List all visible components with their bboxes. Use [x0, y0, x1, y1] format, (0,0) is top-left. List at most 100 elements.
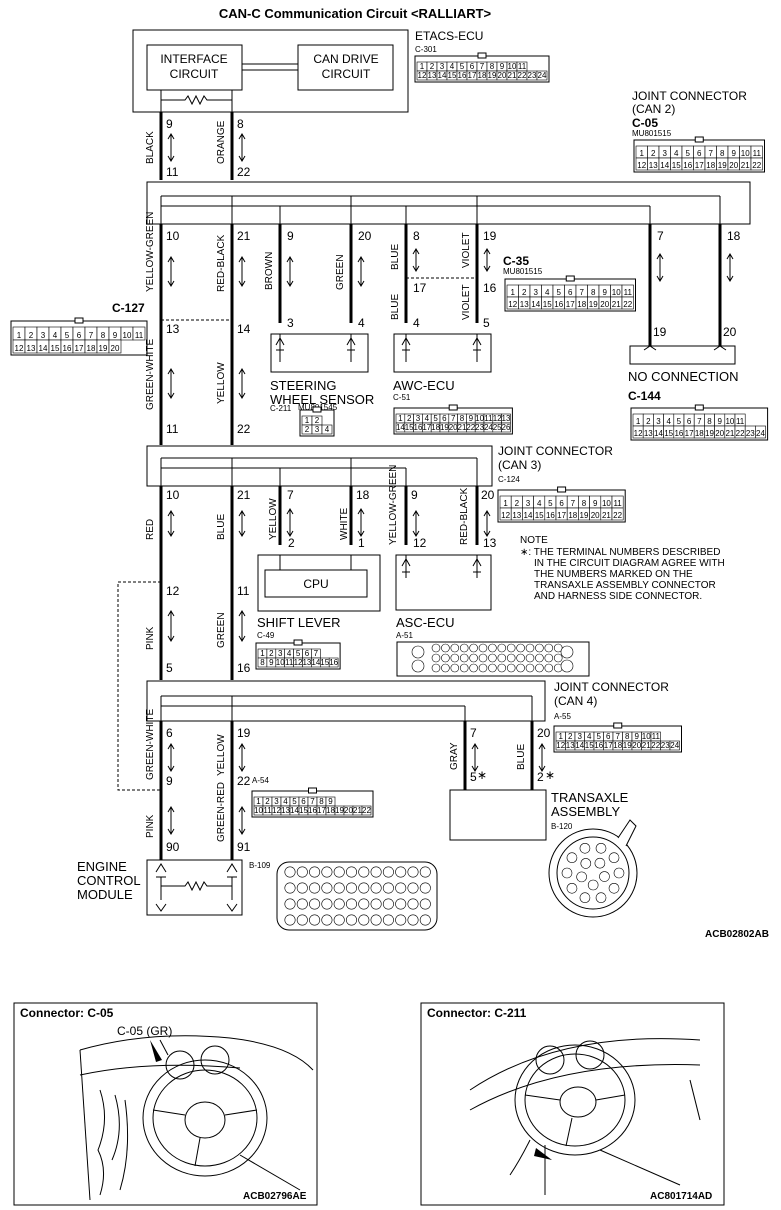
- b120-pin: [566, 852, 578, 864]
- a51-pin: [431, 663, 441, 673]
- a54-signal-arrows: [167, 610, 246, 642]
- panel-connector-c05: Connector: C-05 C-05 (GR) ACB02796AE: [13, 1002, 318, 1206]
- svg-text:7: 7: [287, 488, 294, 502]
- a55-pin-number: 21: [642, 741, 651, 750]
- a51-pin: [478, 643, 488, 653]
- c144-pin-number: 12: [634, 429, 643, 438]
- b109-pin: [309, 914, 321, 926]
- svg-text:2: 2: [288, 536, 295, 550]
- pin-label: 5: [483, 316, 490, 330]
- c127-pin-number: 6: [77, 331, 82, 340]
- a51-pin: [560, 645, 574, 659]
- b109-pin: [309, 882, 321, 894]
- c127-cell: [108, 339, 122, 354]
- c49-pin-number: 8: [260, 658, 265, 667]
- a55-pin-number: 9: [635, 732, 640, 741]
- ecm-signal-arrows: [167, 806, 246, 835]
- c301-pin-number: 21: [508, 71, 517, 80]
- c51-pin-number: 8: [460, 414, 465, 423]
- c35-pin-number: 14: [531, 300, 540, 309]
- c301-pin-number: 20: [498, 71, 507, 80]
- b109-pin: [407, 882, 419, 894]
- svg-text:9: 9: [166, 774, 173, 788]
- can-drive-circuit-label-2: CIRCUIT: [322, 67, 371, 81]
- b109-pin: [358, 914, 370, 926]
- svg-text:∗: THE TERMINAL NUMBERS DESCRI: ∗: THE TERMINAL NUMBERS DESCRIBED: [520, 547, 720, 558]
- b109-pin: [345, 882, 357, 894]
- c49-pin-number: 1: [260, 649, 265, 658]
- a54-cell: [361, 805, 372, 816]
- c49-pin-number: 7: [314, 649, 319, 658]
- a51-pin: [441, 663, 450, 673]
- cpu-label: CPU: [303, 577, 328, 591]
- pin-label: 18: [727, 229, 741, 243]
- svg-text:12: 12: [413, 536, 427, 550]
- c05-pin-number: 11: [753, 149, 762, 158]
- c05-pin-number: 16: [683, 161, 692, 170]
- c211-pin-number: 2: [315, 416, 320, 425]
- b109-pin: [333, 898, 345, 910]
- c127-pin-number: 16: [63, 344, 72, 353]
- c127-lock-tab: [74, 317, 84, 324]
- b120-pin: [595, 842, 607, 854]
- a51-pin: [497, 663, 507, 673]
- c05-pin-number: 2: [651, 149, 656, 158]
- b109-pin: [382, 914, 394, 926]
- svg-text:JOINT CONNECTOR: JOINT CONNECTOR: [498, 444, 613, 458]
- c05-pin-number: 15: [672, 161, 681, 170]
- svg-text:YELLOW: YELLOW: [216, 734, 227, 776]
- svg-text:NOTE: NOTE: [520, 535, 548, 546]
- c301-pin-number: 17: [468, 71, 477, 80]
- a55-pin-number: 8: [625, 732, 630, 741]
- svg-text:RED-BLACK: RED-BLACK: [216, 234, 227, 292]
- svg-text:16: 16: [237, 661, 251, 675]
- c301-pin-number: 23: [528, 71, 537, 80]
- pin-label: 14: [237, 322, 251, 336]
- c35-pin-number: 20: [600, 300, 609, 309]
- pin-label: 8: [413, 229, 420, 243]
- engine-control-module: ENGINE CONTROL MODULE B-109: [77, 859, 438, 931]
- svg-text:RED-BLACK: RED-BLACK: [459, 487, 470, 545]
- c35-cell: [621, 296, 634, 310]
- c05-pin-number: 13: [649, 161, 658, 170]
- c49-pin-number: 10: [276, 658, 285, 667]
- c124-pin-number: 2: [515, 499, 520, 508]
- svg-text:C-127: C-127: [112, 301, 145, 315]
- b109-pin: [296, 866, 308, 878]
- a51-pin: [497, 653, 507, 663]
- c49-pin-number: 4: [287, 649, 292, 658]
- c124-pin-number: 1: [503, 499, 508, 508]
- c127-cell: [132, 326, 146, 341]
- b109-pin: [419, 882, 431, 894]
- c05-pin-number: 7: [709, 149, 714, 158]
- b120-pin: [608, 852, 620, 864]
- c35-pin-number: 3: [534, 288, 539, 297]
- b109-pin: [395, 898, 407, 910]
- b109-pin: [395, 866, 407, 878]
- c49-pin-number: 6: [305, 649, 310, 658]
- b109-pin: [333, 882, 345, 894]
- c124-pin-number: 5: [548, 499, 553, 508]
- wire-color-label: GREEN-WHITE: [145, 339, 156, 410]
- a51-connector-face: [396, 641, 590, 677]
- c127-pin-number: 3: [41, 331, 46, 340]
- a55-pin-number: 4: [587, 732, 592, 741]
- a55-pin-number: 23: [661, 741, 670, 750]
- a55-lock-tab: [613, 722, 623, 729]
- c51-pin-number: 17: [422, 423, 431, 432]
- svg-text:(CAN 3): (CAN 3): [498, 458, 541, 472]
- a55-pin-number: 20: [632, 741, 641, 750]
- c144-pin-number: 17: [685, 429, 694, 438]
- c51-pin-number: 23: [475, 423, 484, 432]
- svg-text:20: 20: [723, 325, 737, 339]
- svg-text:C-124: C-124: [498, 475, 520, 484]
- b109-pin: [296, 914, 308, 926]
- svg-text:YELLOW-GREEN: YELLOW-GREEN: [145, 212, 156, 292]
- svg-text:TRANSAXLE: TRANSAXLE: [551, 790, 629, 805]
- c144-pin-number: 5: [677, 417, 682, 426]
- a51-pin: [516, 663, 525, 673]
- c144-pin-number: 18: [695, 429, 704, 438]
- svg-text:AND HARNESS SIDE CONNECTOR.: AND HARNESS SIDE CONNECTOR.: [534, 591, 702, 602]
